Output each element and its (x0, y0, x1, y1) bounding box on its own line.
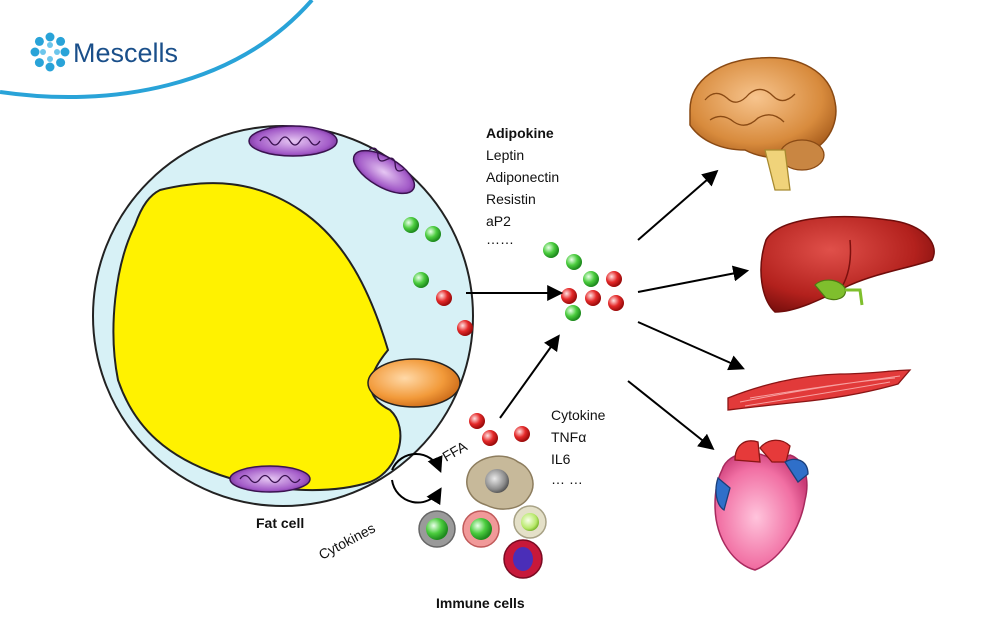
ffa-cycle-arrow (391, 453, 443, 473)
muscle-icon (727, 369, 912, 411)
adipokine-item: Leptin (486, 147, 524, 163)
cytokines-cycle-arrow (391, 479, 442, 506)
cytokine-particle-red (482, 430, 498, 446)
fat-cell-label: Fat cell (256, 515, 304, 531)
cytokine-item: TNFα (551, 429, 586, 445)
heart-arrow (627, 380, 715, 450)
adipokine-list: Adipokine Leptin Adiponectin Resistin aP… (486, 125, 559, 247)
secreted-factor-cluster (543, 242, 624, 321)
header-swoosh (0, 0, 314, 100)
brain-icon (689, 56, 837, 191)
cytokine-particle-red (514, 426, 530, 442)
immune-cells (418, 455, 547, 579)
cytokines-label: Cytokines (316, 520, 378, 563)
liver-icon (760, 215, 935, 313)
adipokine-item: aP2 (486, 213, 511, 229)
molecule-ring-icon (30, 32, 70, 72)
cytokine-item: … … (551, 471, 583, 487)
adipokine-item: Adiponectin (486, 169, 559, 185)
fat-cell (92, 125, 474, 507)
cytokine-arrow (499, 334, 560, 419)
adipokine-item: Resistin (486, 191, 536, 207)
adipokine-item: …… (486, 231, 514, 247)
cytokine-list: Cytokine TNFα IL6 … … (551, 407, 606, 487)
liver-arrow (637, 265, 750, 293)
muscle-arrow (637, 321, 745, 371)
adipokine-title: Adipokine (486, 125, 554, 141)
brain-arrow (637, 169, 719, 241)
adipokine-particle-red (457, 320, 473, 336)
immune-cells-label: Immune cells (436, 595, 525, 611)
adipokine-particle-red (436, 290, 452, 306)
lipid-droplet (112, 182, 402, 492)
brand-name: Mescells (73, 38, 178, 68)
cytokine-item: IL6 (551, 451, 571, 467)
nucleus (367, 358, 461, 408)
mitochondrion (248, 125, 338, 157)
heart-icon (714, 439, 809, 571)
adipokine-particle-green (425, 226, 441, 242)
ffa-label: FFA (440, 438, 471, 465)
cytokine-particle-red (469, 413, 485, 429)
adipokine-particle-green (403, 217, 419, 233)
mitochondrion (352, 147, 416, 195)
mitochondrion (229, 465, 311, 493)
cytokine-title: Cytokine (551, 407, 606, 423)
adipokine-particle-green (413, 272, 429, 288)
